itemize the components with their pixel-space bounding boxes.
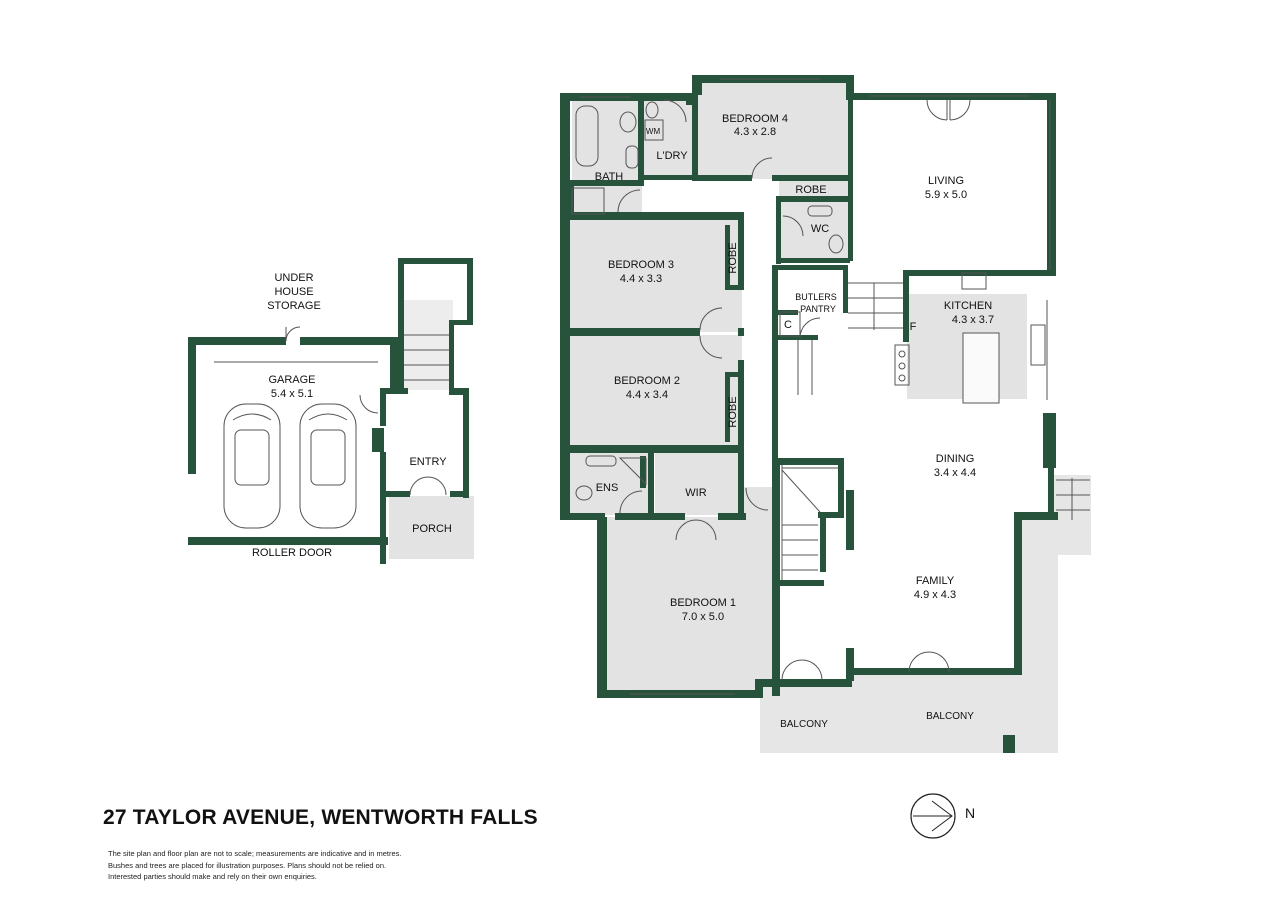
compass-north-label: N [965, 805, 976, 821]
porch-area [389, 496, 474, 559]
entry-stairs-area [404, 300, 453, 390]
balcony1-label: BALCONY [780, 719, 828, 730]
compass-icon [910, 793, 956, 839]
disclaimer: The site plan and floor plan are not to … [108, 848, 438, 883]
living-dims: 5.9 x 5.0 [925, 189, 967, 201]
c-label: C [784, 319, 792, 331]
storage-label-1: UNDER [274, 272, 313, 284]
bedroom1-area [605, 517, 779, 693]
property-address: 27 TAYLOR AVENUE, WENTWORTH FALLS [103, 806, 538, 829]
storage-label-2: HOUSE [274, 286, 313, 298]
garage-label: GARAGE [268, 374, 315, 386]
ens-area [570, 453, 653, 515]
bedroom3-area [570, 218, 742, 332]
pantry-label-1: BUTLERS [795, 292, 837, 302]
balcony2-label: BALCONY [926, 711, 974, 722]
kitchen-label: KITCHEN [944, 300, 992, 312]
robe4-label: ROBE [795, 184, 826, 196]
disclaimer-line-3: Interested parties should make and rely … [108, 872, 317, 881]
pantry-label-2: PANTRY [800, 304, 836, 314]
family-dims: 4.9 x 4.3 [914, 589, 956, 601]
wir-area [655, 453, 741, 515]
grey-areas [389, 82, 1091, 753]
dining-label: DINING [936, 453, 975, 465]
balcony2-side-area [1017, 519, 1058, 674]
balcony2-area [852, 672, 1058, 753]
bedroom3-dims: 4.4 x 3.3 [620, 273, 662, 285]
bedroom1-dims: 7.0 x 5.0 [682, 611, 724, 623]
bedroom1-label: BEDROOM 1 [670, 597, 736, 609]
bedroom3-label: BEDROOM 3 [608, 259, 674, 271]
ens-label: ENS [596, 482, 619, 494]
fixture-lines [214, 78, 1090, 695]
family-label: FAMILY [916, 575, 955, 587]
garage-dims: 5.4 x 5.1 [271, 388, 313, 400]
robe4-area [779, 178, 848, 201]
disclaimer-line-1: The site plan and floor plan are not to … [108, 849, 402, 858]
bath-label: BATH [595, 171, 624, 183]
entry-label: ENTRY [409, 456, 447, 468]
bedroom4-label: BEDROOM 4 [722, 113, 788, 125]
dining-dims: 3.4 x 4.4 [934, 467, 976, 479]
labels: UNDER HOUSE STORAGE GARAGE 5.4 x 5.1 ROL… [252, 113, 994, 730]
robe3-label: ROBE [727, 242, 739, 273]
bedroom4-dims: 4.3 x 2.8 [734, 126, 776, 138]
disclaimer-line-2: Bushes and trees are placed for illustra… [108, 860, 387, 870]
kitchen-dims: 4.3 x 3.7 [952, 314, 994, 326]
laundry-label: L'DRY [656, 150, 688, 162]
walls [188, 75, 1058, 753]
bedroom2-area [570, 335, 742, 448]
living-label: LIVING [928, 175, 964, 187]
wm-label: WM [646, 127, 661, 136]
porch-label: PORCH [412, 523, 452, 535]
bedroom2-dims: 4.4 x 3.4 [626, 389, 668, 401]
bedroom2-label: BEDROOM 2 [614, 375, 680, 387]
wc-area [779, 201, 848, 260]
roller-door-label: ROLLER DOOR [252, 547, 332, 559]
robe2-label: ROBE [727, 396, 739, 427]
laundry-area [642, 97, 696, 177]
bedroom4-area [698, 82, 848, 179]
f-label: F [910, 321, 917, 333]
bath-area [572, 101, 642, 217]
wir-label: WIR [685, 487, 706, 499]
wc-label: WC [811, 223, 829, 235]
storage-label-3: STORAGE [267, 300, 321, 312]
